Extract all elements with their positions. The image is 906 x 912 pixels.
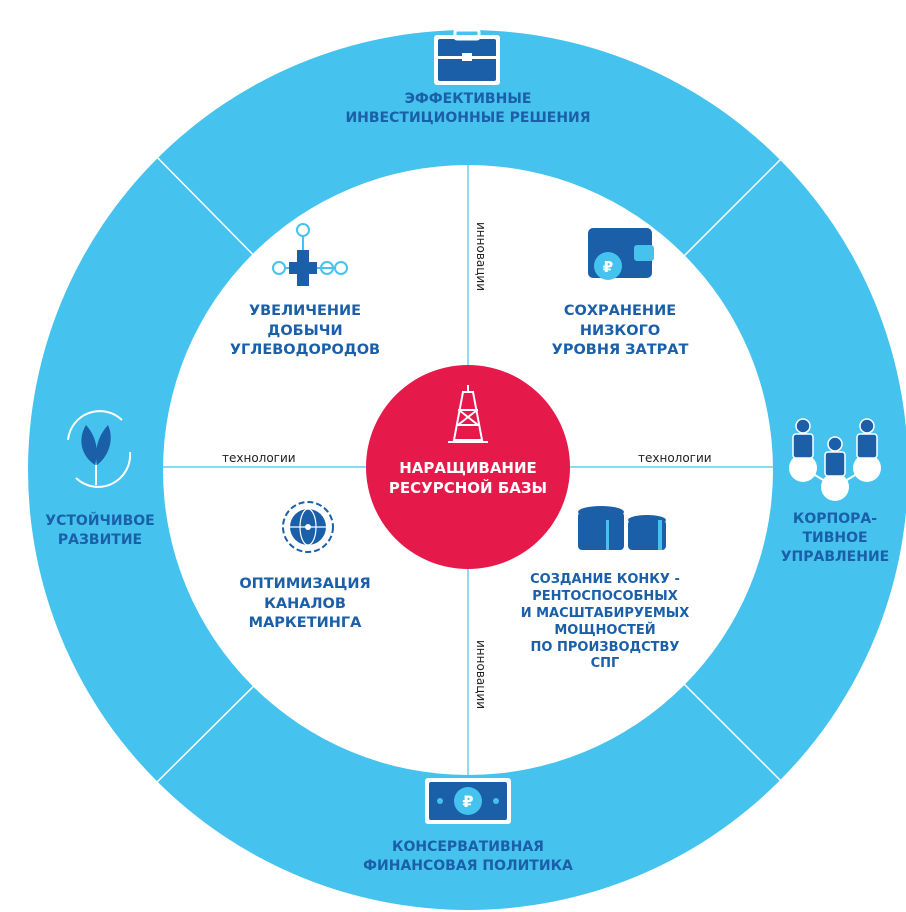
label-line: УГЛЕВОДОРОДОВ [229, 342, 381, 359]
globe-icon [282, 501, 334, 553]
label-line: СОЗДАНИЕ КОНКУ - [530, 572, 680, 587]
label-line: УСТОЙЧИВОЕ [45, 513, 155, 529]
label-sustainable-development: УСТОЙЧИВОЕ РАЗВИТИЕ [30, 512, 170, 550]
label-line: РЕНТОСПОСОБНЫХ [532, 588, 678, 604]
oil-rig-icon [448, 385, 488, 443]
label-resource-base: НАРАЩИВАНИЕ РЕСУРСНОЙ БАЗЫ [368, 458, 568, 499]
label-conservative-finance: КОНСЕРВАТИВНАЯ ФИНАНСОВАЯ ПОЛИТИКА [318, 838, 618, 876]
label-line: ПО ПРОИЗВОДСТВУ [530, 639, 680, 655]
label-line: РАЗВИТИЕ [57, 531, 143, 548]
label-line: ИНВЕСТИЦИОННЫЕ РЕШЕНИЯ [345, 109, 591, 126]
label-line: РЕСУРСНОЙ БАЗЫ [388, 479, 548, 498]
label-line: КАНАЛОВ [264, 595, 346, 612]
label-line: ФИНАНСОВАЯ ПОЛИТИКА [363, 857, 573, 874]
label-line: НИЗКОГО [579, 322, 661, 339]
label-line: НАРАЩИВАНИЕ [399, 459, 537, 477]
label-line: ЭФФЕКТИВНЫЕ [404, 91, 532, 107]
label-increase-production: УВЕЛИЧЕНИЕ ДОБЫЧИ УГЛЕВОДОРОДОВ [210, 302, 400, 361]
label-line: УВЕЛИЧЕНИЕ [248, 303, 362, 319]
label-marketing-optimization: ОПТИМИЗАЦИЯ КАНАЛОВ МАРКЕТИНГА [215, 575, 395, 634]
storage-tanks-icon [578, 506, 666, 550]
label-line: ОПТИМИЗАЦИЯ [239, 576, 371, 592]
briefcase-icon [434, 28, 500, 85]
wellhead-valve-icon [272, 223, 348, 286]
label-line: И МАСШТАБИРУЕМЫХ [520, 605, 690, 621]
label-line: МАРКЕТИНГА [248, 615, 362, 632]
axis-label-technologies-left: технологии [222, 451, 296, 465]
label-line: КОРПОРА- [792, 511, 878, 527]
label-line: КОНСЕРВАТИВНАЯ [392, 839, 544, 855]
label-line: УРОВНЯ ЗАТРАТ [551, 342, 689, 359]
label-line: ДОБЫЧИ [267, 322, 343, 339]
label-line: ТИВНОЕ [802, 529, 868, 546]
axis-label-innovations-top: инновации [474, 222, 488, 292]
axis-label-innovations-bottom: инновации [474, 640, 488, 710]
label-line: МОЩНОСТЕЙ [554, 622, 656, 638]
label-low-costs: СОХРАНЕНИЕ НИЗКОГО УРОВНЯ ЗАТРАТ [530, 302, 710, 361]
label-effective-investment: ЭФФЕКТИВНЫЕ ИНВЕСТИЦИОННЫЕ РЕШЕНИЯ [318, 90, 618, 128]
ruble-banknote-icon: ₽ [425, 778, 511, 824]
label-lng-capacity: СОЗДАНИЕ КОНКУ - РЕНТОСПОСОБНЫХ И МАСШТА… [515, 572, 695, 673]
svg-text:₽: ₽ [462, 792, 473, 811]
label-corporate-governance: КОРПОРА- ТИВНОЕ УПРАВЛЕНИЕ [770, 510, 900, 567]
center-disc [366, 365, 570, 569]
people-network-icon [789, 418, 881, 501]
label-line: СПГ [590, 656, 620, 672]
axis-label-technologies-right: технологии [638, 451, 712, 465]
leaf-cycle-icon [67, 410, 132, 488]
svg-text:₽: ₽ [603, 258, 613, 276]
label-line: УПРАВЛЕНИЕ [780, 548, 890, 565]
ruble-wallet-icon: ₽ [588, 228, 654, 280]
label-line: СОХРАНЕНИЕ [563, 303, 677, 319]
